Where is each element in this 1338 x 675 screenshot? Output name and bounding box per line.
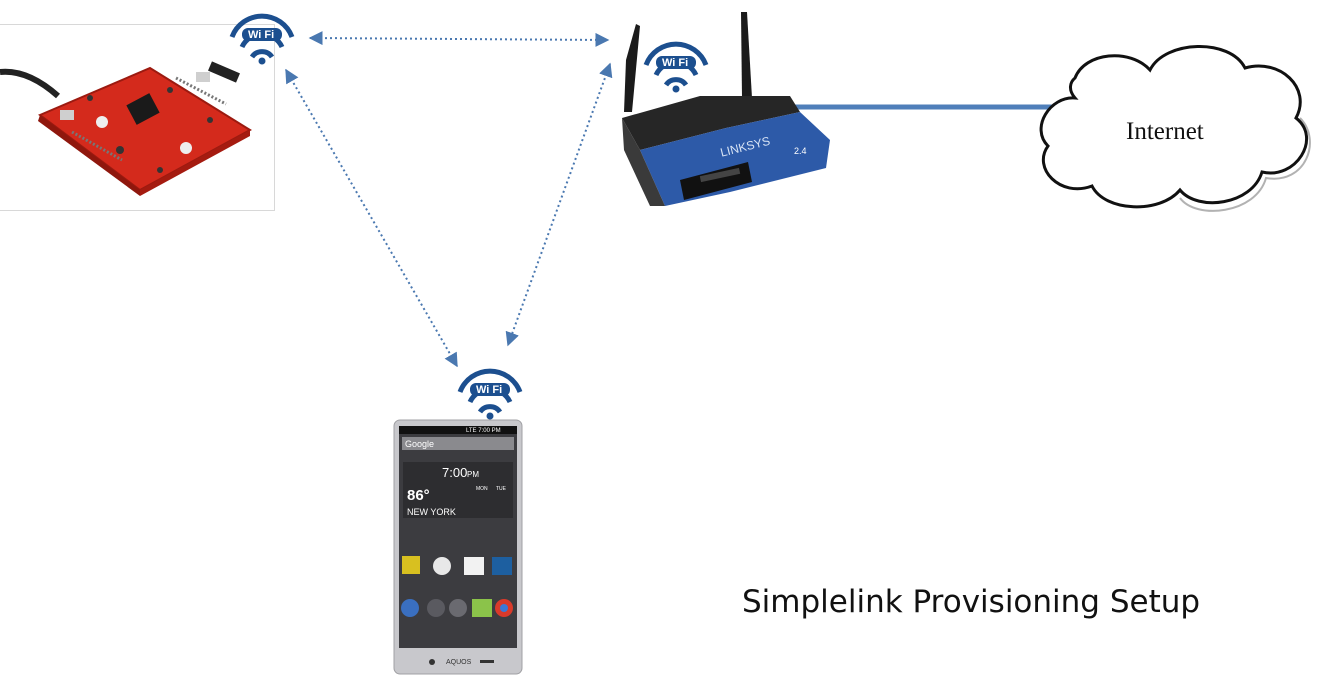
phone-status-bar: LTE 7:00 PM — [466, 428, 501, 434]
link-router-phone — [505, 62, 613, 347]
wifi-badge-text: Wi Fi — [248, 29, 274, 41]
link-board-phone — [285, 68, 458, 368]
internet-label: Internet — [1126, 118, 1204, 145]
phone-city: NEW YORK — [407, 507, 456, 517]
phone-search-label: Google — [405, 439, 434, 449]
phone-temperature: 86° — [407, 487, 430, 504]
phone-clock-suffix: PM — [467, 470, 479, 479]
phone-forecast-day2: TUE — [496, 486, 507, 492]
wifi-badge-text: Wi Fi — [476, 384, 502, 396]
router-image — [622, 12, 830, 206]
wifi-badge-board: Wi Fi — [229, 13, 295, 65]
phone-image — [393, 419, 523, 675]
diagram-caption: Simplelink Provisioning Setup — [742, 584, 1201, 620]
dev-board-image — [0, 61, 252, 196]
phone-forecast-day1: MON — [476, 486, 488, 492]
link-board-router — [308, 31, 610, 47]
wifi-badge-text: Wi Fi — [662, 57, 688, 69]
wifi-badge-phone: Wi Fi — [457, 368, 523, 420]
phone-clock: 7:00 — [442, 465, 467, 480]
router-band-label: 2.4 — [794, 146, 807, 156]
wifi-badge-router: Wi Fi — [643, 41, 709, 93]
phone-brand: AQUOS — [446, 659, 472, 666]
internet-cloud — [1039, 45, 1309, 209]
